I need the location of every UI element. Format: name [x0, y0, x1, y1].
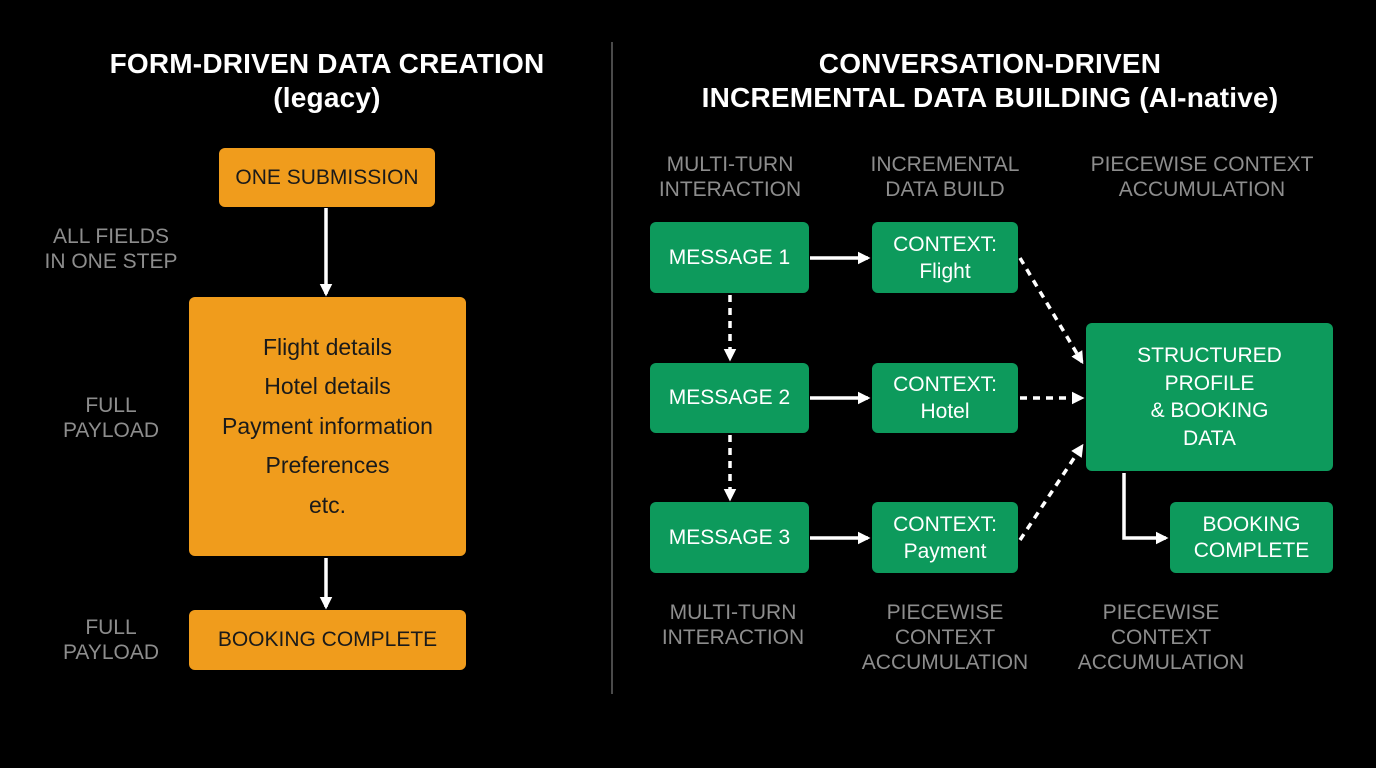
- footer-piecewise-1-line-1: PIECEWISE: [886, 601, 1004, 624]
- arrow-context-payment-to-structured: [1018, 443, 1084, 541]
- footer-multi-turn-line-2: INTERACTION: [661, 626, 805, 649]
- payload-item-preferences: Preferences: [265, 452, 390, 479]
- footer-piecewise-2-line-2: CONTEXT: [1110, 626, 1212, 649]
- left-title: FORM-DRIVEN DATA CREATION (legacy): [97, 48, 557, 114]
- context-payment-box: CONTEXT: Payment: [872, 502, 1018, 573]
- payload-item-flight: Flight details: [262, 333, 393, 360]
- label-full-payload-line-1: FULL: [85, 394, 137, 417]
- message-2-box: MESSAGE 2: [650, 363, 809, 433]
- context-payment-value: Payment: [903, 539, 987, 563]
- footer-piecewise-2-line-1: PIECEWISE: [1102, 601, 1220, 624]
- header-incremental-line-1: INCREMENTAL: [870, 153, 1020, 176]
- right-booking-complete-box: BOOKING COMPLETE: [1170, 502, 1333, 573]
- one-submission-label: ONE SUBMISSION: [235, 165, 419, 189]
- full-payload-box: Flight details Hotel details Payment inf…: [189, 297, 466, 556]
- payload-item-payment: Payment information: [222, 412, 433, 439]
- context-hotel-label: CONTEXT:: [893, 373, 997, 396]
- right-title-line-2: INCREMENTAL DATA BUILDING (AI-native): [701, 82, 1279, 113]
- label-all-fields-line-2: IN ONE STEP: [44, 250, 178, 273]
- footer-piecewise-2-line-3: ACCUMULATION: [1077, 651, 1245, 674]
- left-title-line-2: (legacy): [273, 82, 381, 113]
- right-title: CONVERSATION-DRIVEN INCREMENTAL DATA BUI…: [680, 48, 1300, 114]
- structured-line-4: DATA: [1183, 426, 1236, 450]
- label-full-payload: FULL PAYLOAD: [40, 393, 182, 443]
- footer-multi-turn-line-1: MULTI-TURN: [669, 601, 797, 624]
- label-full-payload-bottom-line-2: PAYLOAD: [62, 641, 160, 664]
- arrow-context-flight-to-structured: [1018, 257, 1084, 365]
- right-booking-complete-line-1: BOOKING: [1202, 512, 1301, 536]
- message-2-label: MESSAGE 2: [668, 386, 791, 409]
- context-payment-label: CONTEXT:: [893, 512, 997, 536]
- footer-piecewise-1-line-2: CONTEXT: [894, 626, 996, 649]
- left-booking-complete-box: BOOKING COMPLETE: [189, 610, 466, 670]
- message-3-box: MESSAGE 3: [650, 502, 809, 573]
- header-incremental-line-2: DATA BUILD: [885, 178, 1005, 201]
- footer-piecewise-1-line-3: ACCUMULATION: [861, 651, 1029, 674]
- structured-line-1: STRUCTURED: [1137, 344, 1282, 367]
- structured-line-3: & BOOKING: [1150, 399, 1269, 422]
- label-all-fields-line-1: ALL FIELDS: [53, 225, 169, 248]
- label-all-fields: ALL FIELDS IN ONE STEP: [20, 224, 202, 274]
- header-multi-turn-line-2: INTERACTION: [658, 178, 802, 201]
- message-1-label: MESSAGE 1: [668, 245, 791, 269]
- context-hotel-value: Hotel: [920, 400, 970, 423]
- one-submission-box: ONE SUBMISSION: [219, 148, 435, 207]
- left-booking-complete-label: BOOKING COMPLETE: [217, 628, 438, 651]
- structured-line-2: PROFILE: [1164, 371, 1255, 395]
- message-1-box: MESSAGE 1: [650, 222, 809, 293]
- context-flight-value: Flight: [919, 259, 971, 283]
- header-piecewise: PIECEWISE CONTEXT ACCUMULATION: [1082, 152, 1322, 202]
- header-multi-turn-line-1: MULTI-TURN: [666, 153, 794, 176]
- header-incremental: INCREMENTAL DATA BUILD: [850, 152, 1040, 202]
- footer-piecewise-2: PIECEWISE CONTEXT ACCUMULATION: [1066, 600, 1256, 675]
- header-multi-turn: MULTI-TURN INTERACTION: [640, 152, 820, 202]
- footer-piecewise-1: PIECEWISE CONTEXT ACCUMULATION: [850, 600, 1040, 675]
- structured-data-box: STRUCTURED PROFILE & BOOKING DATA: [1086, 323, 1333, 471]
- payload-item-etc: etc.: [308, 491, 347, 518]
- panel-divider: [611, 42, 613, 694]
- label-full-payload-line-2: PAYLOAD: [62, 419, 160, 442]
- context-flight-label: CONTEXT:: [893, 232, 997, 256]
- left-title-line-1: FORM-DRIVEN DATA CREATION: [109, 48, 545, 79]
- label-full-payload-bottom-line-1: FULL: [85, 616, 137, 639]
- payload-item-hotel: Hotel details: [264, 373, 391, 400]
- right-title-line-1: CONVERSATION-DRIVEN: [818, 48, 1162, 79]
- context-flight-box: CONTEXT: Flight: [872, 222, 1018, 293]
- context-hotel-box: CONTEXT: Hotel: [872, 363, 1018, 433]
- arrow-structured-to-booking: [1122, 473, 1169, 545]
- header-piecewise-line-1: PIECEWISE CONTEXT: [1090, 153, 1314, 176]
- footer-multi-turn: MULTI-TURN INTERACTION: [640, 600, 826, 650]
- header-piecewise-line-2: ACCUMULATION: [1118, 178, 1286, 201]
- message-3-label: MESSAGE 3: [668, 525, 791, 549]
- label-full-payload-bottom: FULL PAYLOAD: [40, 615, 182, 665]
- right-booking-complete-line-2: COMPLETE: [1193, 538, 1310, 562]
